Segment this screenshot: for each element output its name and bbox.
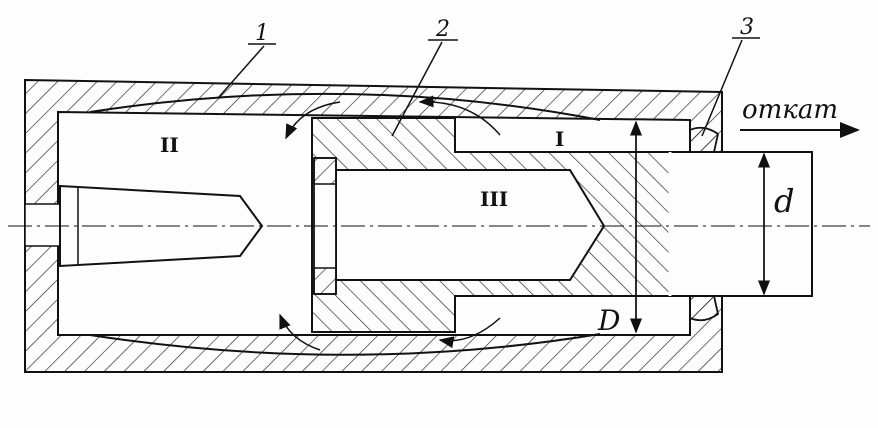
dimension-D-label: D xyxy=(597,304,620,337)
dimension-d-label: d xyxy=(774,182,794,220)
callout-leaders xyxy=(217,37,760,137)
callout-3-label: 3 xyxy=(740,15,754,40)
rod-seals xyxy=(689,126,720,322)
chamber-II-label: II xyxy=(160,133,179,157)
chamber-I-label: I xyxy=(555,127,564,151)
piston-rod xyxy=(668,151,813,297)
piston xyxy=(311,117,683,333)
direction-label: откат xyxy=(742,95,838,125)
groove-profiles xyxy=(89,92,601,356)
chamber-III-label: III xyxy=(480,187,508,211)
callout-2-label: 2 xyxy=(435,17,450,42)
callout-1-label: 1 xyxy=(255,21,269,46)
flow-arrows xyxy=(279,95,501,351)
